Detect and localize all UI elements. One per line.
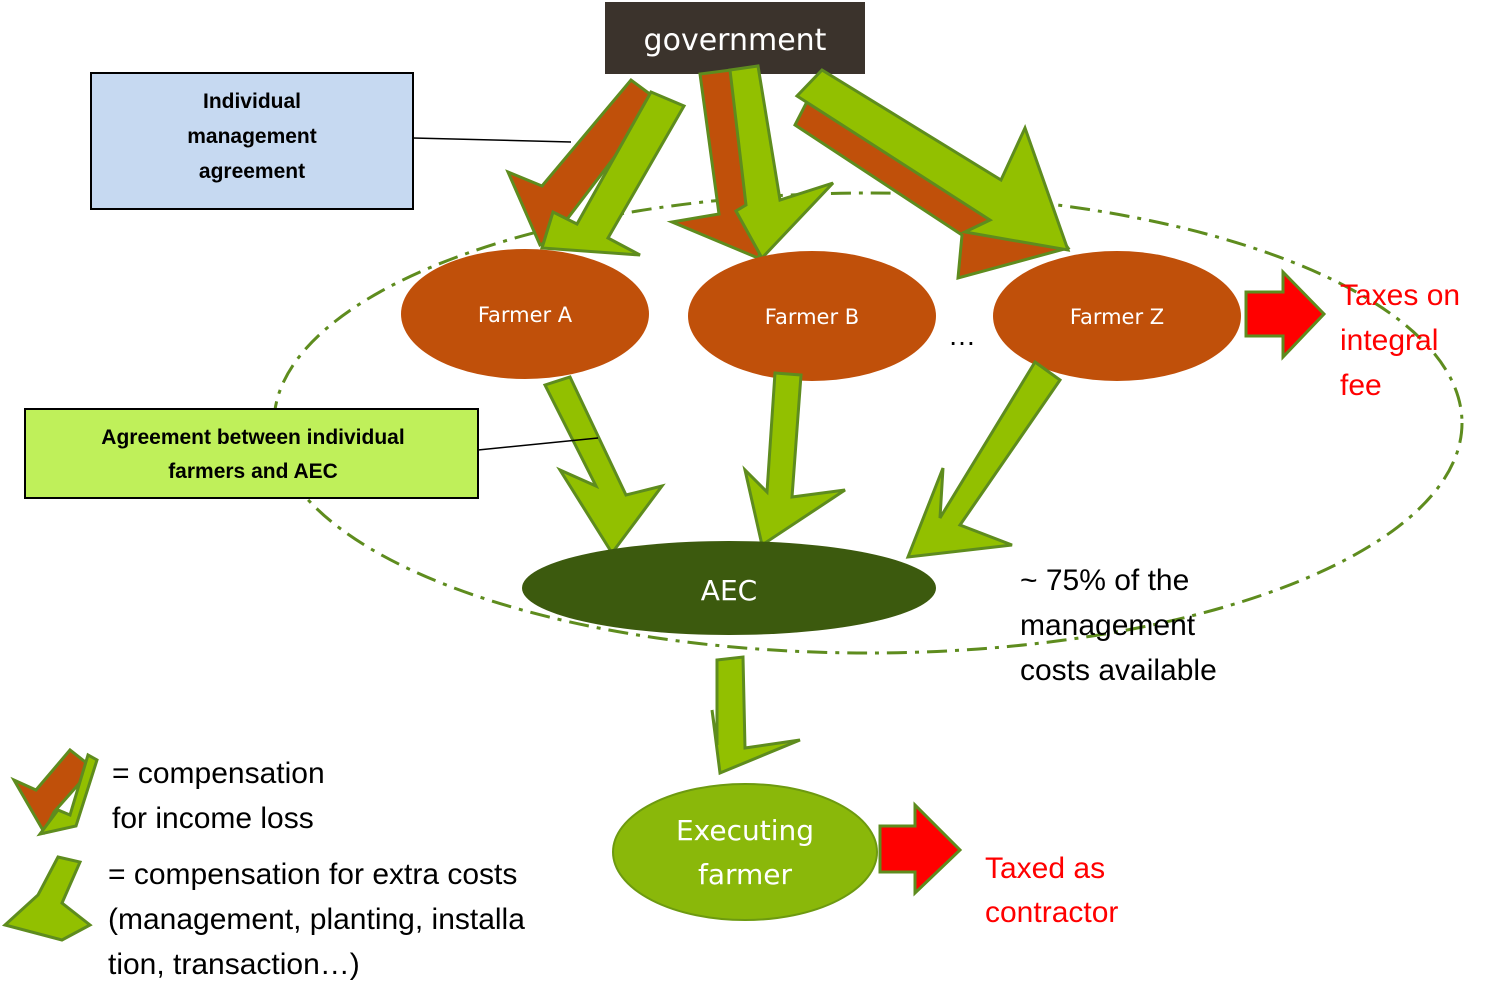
legend-extra-costs-icon [1, 855, 93, 942]
red-arrow-taxed-contractor [878, 801, 963, 897]
executing-farmer-node[interactable]: Executing farmer [612, 783, 878, 921]
note-contractor-line2: contractor [985, 896, 1118, 929]
callout-aec-line2: farmers and AEC [168, 460, 338, 483]
note-available-line3: costs available [1020, 654, 1217, 687]
note-taxed-as-contractor: Taxed as contractor [985, 852, 1118, 929]
farmer-a-label: Farmer A [478, 303, 573, 327]
check-arrow-to-farmer-a [505, 77, 687, 257]
note-taxes-on-integral-fee: Taxes on integral fee [1340, 279, 1460, 402]
legend-extra-costs: = compensation for extra costs (manageme… [108, 858, 525, 981]
callout-aec-line1: Agreement between individual [101, 426, 404, 449]
callout-agreement-farmers-aec: Agreement between individual farmers and… [24, 408, 479, 499]
farmer-ellipsis: … [948, 320, 976, 351]
legend-extra-line1: = compensation for extra costs [108, 858, 517, 891]
aec-node[interactable]: AEC [522, 541, 936, 635]
note-taxes-line1: Taxes on [1340, 279, 1460, 312]
farmer-a-node[interactable]: Farmer A [401, 249, 649, 379]
note-contractor-line1: Taxed as [985, 852, 1105, 885]
legend-extra-line2: (management, planting, installa [108, 903, 525, 936]
legend-income-loss-icon [10, 747, 99, 837]
executing-farmer-label-line1: Executing [676, 814, 814, 847]
check-arrow-to-farmer-b [666, 64, 835, 261]
arrow-farmer-a-to-aec [542, 375, 666, 556]
legend-income-line2: for income loss [112, 802, 314, 835]
arrow-farmer-z-to-aec [905, 359, 1063, 559]
note-management-costs-available: ~ 75% of the management costs available [1020, 564, 1217, 687]
red-arrow-taxes-integral [1244, 268, 1327, 361]
legend-income-line1: = compensation [112, 757, 325, 790]
farmer-z-label: Farmer Z [1070, 305, 1164, 329]
government-node[interactable]: government [605, 2, 865, 74]
farmer-b-label: Farmer B [765, 305, 859, 329]
farmer-z-node[interactable]: Farmer Z [993, 251, 1241, 381]
aec-label: AEC [701, 574, 757, 607]
note-taxes-line2: integral [1340, 324, 1438, 357]
arrow-farmer-b-to-aec [742, 371, 846, 548]
legend-income-loss: = compensation for income loss [112, 757, 325, 835]
callout-individual-line1: Individual [203, 90, 301, 113]
government-label: government [644, 23, 827, 58]
callout-connector-individual [412, 137, 572, 143]
executing-farmer-label-line2: farmer [698, 858, 793, 891]
callout-individual-line2: management [187, 125, 317, 148]
farmer-b-node[interactable]: Farmer B [688, 251, 936, 381]
note-available-line1: ~ 75% of the [1020, 564, 1189, 597]
legend-extra-line3: tion, transaction…) [108, 948, 360, 981]
network-boundary-ellipse [272, 191, 1464, 655]
note-available-line2: management [1020, 609, 1196, 642]
check-arrow-to-farmer-z [793, 68, 1071, 281]
note-taxes-line3: fee [1340, 369, 1382, 402]
callout-individual-management-agreement: Individual management agreement [90, 72, 414, 210]
arrow-aec-to-executing-farmer [710, 655, 801, 776]
callout-individual-line3: agreement [199, 160, 305, 183]
callout-connector-aec [477, 437, 599, 451]
